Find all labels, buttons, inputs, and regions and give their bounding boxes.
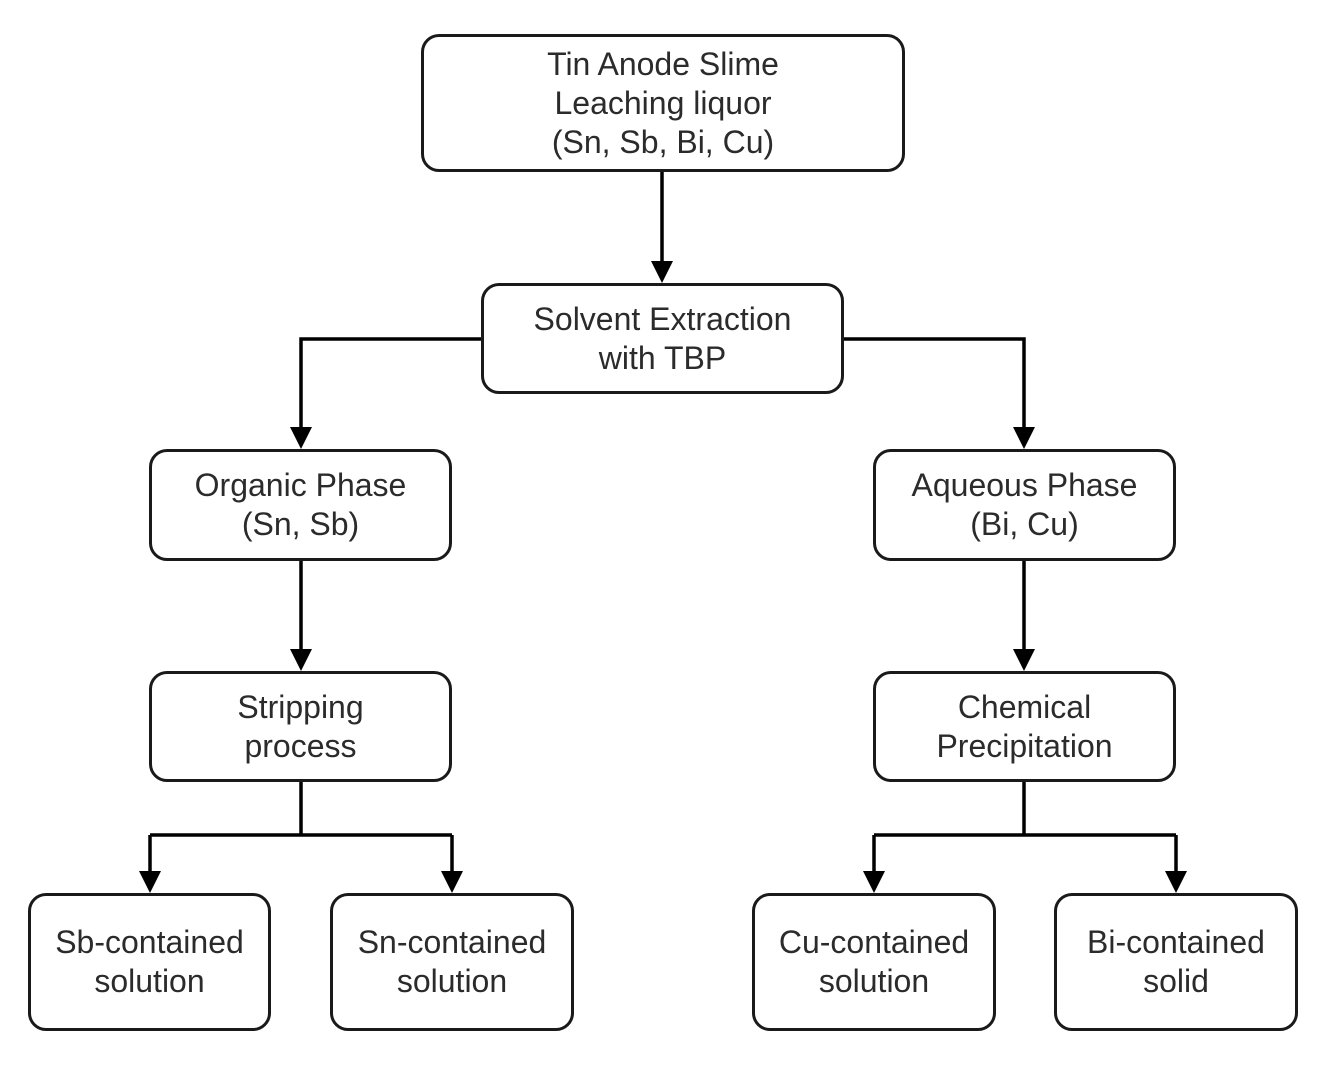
node-chemical-precipitation: Chemical Precipitation bbox=[873, 671, 1176, 782]
node-leaching-liquor-label: Tin Anode Slime Leaching liquor (Sn, Sb,… bbox=[547, 45, 779, 160]
node-organic-phase: Organic Phase (Sn, Sb) bbox=[149, 449, 452, 561]
arrow-head-bi bbox=[1165, 871, 1187, 893]
arrow-head-organic bbox=[290, 427, 312, 449]
node-bi-solid: Bi-contained solid bbox=[1054, 893, 1298, 1031]
arrow-extraction-to-organic bbox=[299, 337, 483, 428]
arrow-head-cu bbox=[863, 871, 885, 893]
node-stripping-process-label: Stripping process bbox=[237, 688, 364, 764]
node-sb-solution-label: Sb-contained solution bbox=[55, 924, 244, 999]
arrow-head-sn bbox=[441, 871, 463, 893]
arrow-stripping-split bbox=[150, 782, 452, 837]
node-chemical-precipitation-label: Chemical Precipitation bbox=[936, 688, 1113, 764]
node-aqueous-phase-label: Aqueous Phase (Bi, Cu) bbox=[911, 467, 1138, 542]
arrow-head-sb bbox=[139, 871, 161, 893]
node-cu-solution-label: Cu-contained solution bbox=[778, 924, 970, 999]
arrow-head-stripping bbox=[290, 649, 312, 671]
node-leaching-liquor: Tin Anode Slime Leaching liquor (Sn, Sb,… bbox=[421, 34, 905, 172]
arrow-head-aqueous bbox=[1013, 427, 1035, 449]
arrow-head-extraction bbox=[651, 261, 673, 283]
node-sn-solution: Sn-contained solution bbox=[330, 893, 574, 1031]
arrow-extraction-to-aqueous bbox=[842, 337, 1026, 428]
node-bi-solid-label: Bi-contained solid bbox=[1087, 924, 1265, 999]
node-sb-solution: Sb-contained solution bbox=[28, 893, 271, 1031]
node-aqueous-phase: Aqueous Phase (Bi, Cu) bbox=[873, 449, 1176, 561]
arrow-precipitation-split bbox=[874, 782, 1176, 837]
node-stripping-process: Stripping process bbox=[149, 671, 452, 782]
node-organic-phase-label: Organic Phase (Sn, Sb) bbox=[194, 467, 407, 542]
node-solvent-extraction-label: Solvent Extraction with TBP bbox=[533, 300, 792, 376]
node-solvent-extraction: Solvent Extraction with TBP bbox=[481, 283, 844, 394]
arrow-head-precipitation bbox=[1013, 649, 1035, 671]
node-sn-solution-label: Sn-contained solution bbox=[357, 924, 547, 999]
node-cu-solution: Cu-contained solution bbox=[752, 893, 996, 1031]
